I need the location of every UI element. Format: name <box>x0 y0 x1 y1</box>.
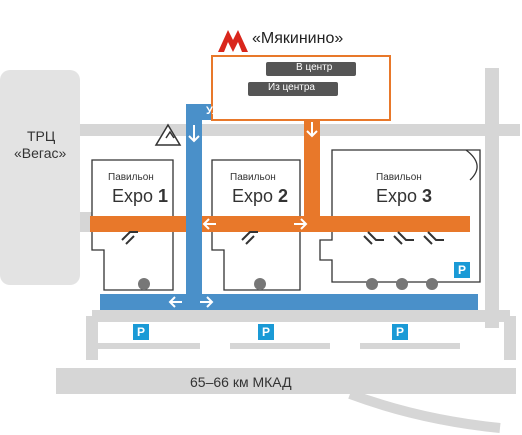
pavilion-2-title: Expo 2 <box>232 186 289 206</box>
parking-icon: P <box>454 262 470 278</box>
to-center-label: В центр <box>296 62 333 73</box>
escalator-icon <box>393 231 414 245</box>
pavilion-1-name: Павильон <box>108 172 154 183</box>
parking-icon: P <box>258 324 274 340</box>
escalator-icon <box>363 231 384 245</box>
road-top <box>80 124 520 136</box>
route-arrows <box>168 122 318 308</box>
arrow-down-tunnel <box>306 122 318 138</box>
parking-icon: P <box>392 324 408 340</box>
arrow-left-1 <box>202 218 216 230</box>
escalator-icon <box>121 231 138 245</box>
pavilion-3-title: Expo 3 <box>376 186 433 206</box>
pavilion-3-name: Павильон <box>376 172 422 183</box>
tunnel-label: Тоннель <box>292 105 338 117</box>
mall-area <box>0 70 80 285</box>
street-vertical <box>186 104 202 310</box>
train-from-center <box>248 82 338 96</box>
mkad-road <box>56 368 516 394</box>
arrow-down-street <box>188 125 200 143</box>
street-horizontal <box>100 294 478 310</box>
road-right <box>485 68 499 328</box>
parking-loop <box>86 310 516 360</box>
train-to-center <box>266 62 356 76</box>
pavilion-2-name: Павильон <box>230 172 276 183</box>
pavilion-3-curve <box>465 149 478 181</box>
arrow-right-2 <box>200 296 214 308</box>
metro-logo-icon <box>218 30 248 52</box>
tunnel-vertical <box>304 118 320 232</box>
entrance-icon <box>366 278 378 290</box>
tunnel-horizontal <box>90 216 470 232</box>
parking-icon: P <box>133 324 149 340</box>
street-route <box>100 104 478 310</box>
road-label: 65–66 км МКАД <box>190 374 292 390</box>
escalator-icon <box>241 231 258 245</box>
escalators <box>121 231 444 245</box>
arrow-left-2 <box>168 296 182 308</box>
entrance-icon <box>396 278 408 290</box>
mall-label-2: «Вегас» <box>14 145 67 161</box>
street-label: Улица <box>206 105 239 117</box>
mall-label-1: ТРЦ <box>27 128 56 144</box>
warning-icon <box>154 123 182 146</box>
entrance-icon <box>254 278 266 290</box>
escalator-icon <box>423 231 444 245</box>
arrow-right-1 <box>294 218 308 230</box>
pavilion-1-title: Expo 1 <box>112 186 169 206</box>
entrance-icon <box>426 278 438 290</box>
entrance-icon <box>138 278 150 290</box>
entrances <box>138 278 438 290</box>
metro-station-name: «Мякинино» <box>252 30 344 47</box>
exit-ramp <box>348 389 501 433</box>
from-center-label: Из центра <box>268 82 315 93</box>
